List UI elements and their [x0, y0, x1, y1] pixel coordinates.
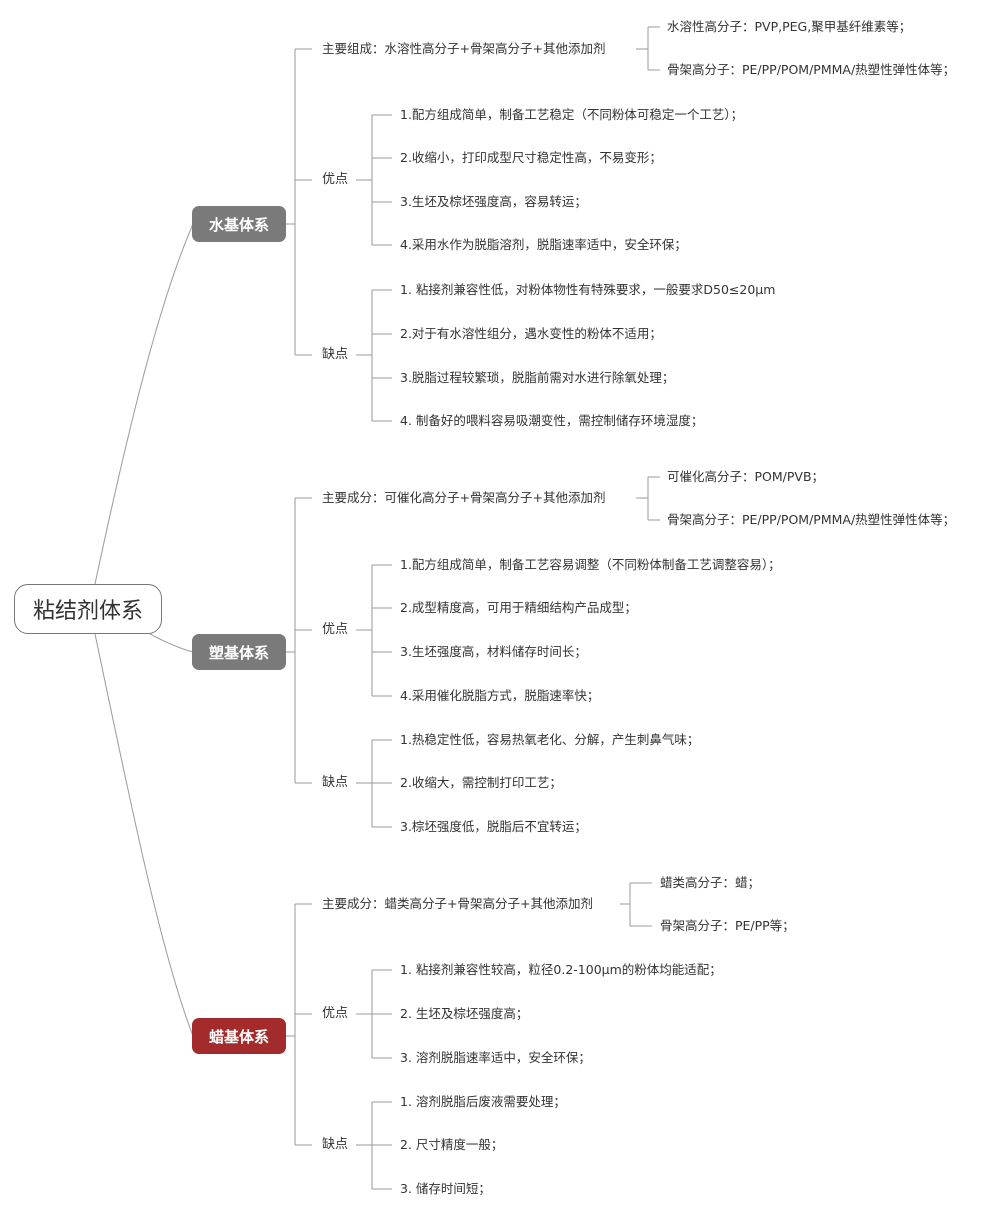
- category-node-wax[interactable]: 蜡基体系: [192, 1018, 286, 1054]
- advantage-item: 1.配方组成简单，制备工艺容易调整（不同粉体制备工艺调整容易）；: [400, 557, 781, 572]
- disadvantage-item: 1. 粘接剂兼容性低，对粉体物性有特殊要求，一般要求D50≤20μm: [400, 282, 776, 297]
- advantage-item: 3.生坯及棕坯强度高，容易转运；: [400, 194, 587, 209]
- disadvantage-item: 2.收缩大，需控制打印工艺；: [400, 775, 562, 790]
- category-node-water[interactable]: 水基体系: [192, 206, 286, 242]
- category-node-plastic[interactable]: 塑基体系: [192, 634, 286, 670]
- disadvantage-item: 3. 储存时间短；: [400, 1181, 491, 1196]
- composition-sub-item: 骨架高分子：PE/PP/POM/PMMA/热塑性弹性体等；: [667, 512, 956, 527]
- advantage-item: 1.配方组成简单，制备工艺稳定（不同粉体可稳定一个工艺）；: [400, 107, 744, 122]
- composition-sub-item: 可催化高分子：POM/PVB；: [667, 469, 825, 484]
- advantage-item: 4.采用催化脱脂方式，脱脂速率快；: [400, 688, 600, 703]
- advantage-item: 2.收缩小，打印成型尺寸稳定性高，不易变形；: [400, 150, 662, 165]
- advantage-item: 2.成型精度高，可用于精细结构产品成型；: [400, 600, 637, 615]
- disadvantage-item: 1.热稳定性低，容易热氧老化、分解，产生刺鼻气味；: [400, 732, 700, 747]
- composition-label: 主要成分：可催化高分子+骨架高分子+其他添加剂: [322, 490, 606, 505]
- advantage-item: 4.采用水作为脱脂溶剂，脱脂速率适中，安全环保；: [400, 237, 687, 252]
- advantage-item: 3.生坯强度高，材料储存时间长；: [400, 644, 587, 659]
- disadvantage-item: 4. 制备好的喂料容易吸潮变性，需控制储存环境湿度；: [400, 413, 704, 428]
- advantage-item: 2. 生坯及棕坯强度高；: [400, 1006, 529, 1021]
- disadvantage-item: 2. 尺寸精度一般；: [400, 1137, 504, 1152]
- disadvantage-item: 1. 溶剂脱脂后废液需要处理；: [400, 1094, 566, 1109]
- disadvantage-item: 3.脱脂过程较繁琐，脱脂前需对水进行除氧处理；: [400, 370, 675, 385]
- advantages-label: 优点: [322, 172, 349, 187]
- disadvantage-item: 2.对于有水溶性组分，遇水变性的粉体不适用；: [400, 326, 662, 341]
- disadvantages-label: 缺点: [322, 347, 349, 362]
- composition-sub-item: 骨架高分子：PE/PP/POM/PMMA/热塑性弹性体等；: [667, 62, 956, 77]
- disadvantages-label: 缺点: [322, 1137, 349, 1152]
- composition-sub-item: 水溶性高分子：PVP,PEG,聚甲基纤维素等；: [667, 19, 912, 34]
- disadvantage-item: 3.棕坯强度低，脱脂后不宜转运；: [400, 819, 587, 834]
- root-node[interactable]: 粘结剂体系: [14, 584, 162, 634]
- advantages-label: 优点: [322, 622, 349, 637]
- composition-label: 主要成分：蜡类高分子+骨架高分子+其他添加剂: [322, 896, 593, 911]
- disadvantages-label: 缺点: [322, 775, 349, 790]
- composition-label: 主要组成：水溶性高分子+骨架高分子+其他添加剂: [322, 41, 606, 56]
- advantage-item: 1. 粘接剂兼容性较高，粒径0.2-100μm的粉体均能适配；: [400, 962, 722, 977]
- advantage-item: 3. 溶剂脱脂速率适中，安全环保；: [400, 1050, 591, 1065]
- composition-sub-item: 蜡类高分子：蜡；: [660, 875, 761, 890]
- advantages-label: 优点: [322, 1006, 349, 1021]
- composition-sub-item: 骨架高分子：PE/PP等；: [660, 918, 795, 933]
